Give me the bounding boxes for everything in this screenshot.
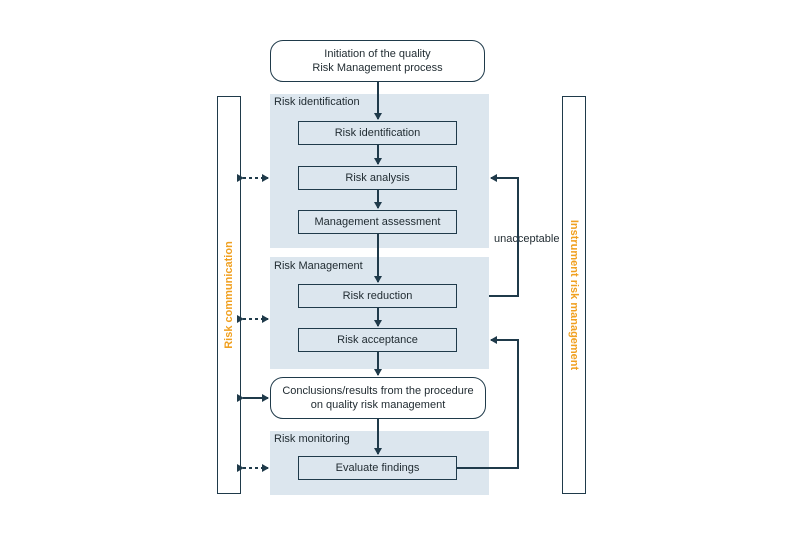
step-risk-reduction: Risk reduction (298, 284, 457, 308)
risk-communication-sidebar: Risk communication (217, 96, 241, 494)
conclusions-node: Conclusions/results from the procedure o… (270, 377, 486, 419)
feedback-monitoring (457, 336, 519, 469)
instrument-risk-management-sidebar: Instrument risk management (562, 96, 586, 494)
start-node-line2: Risk Management process (312, 62, 443, 74)
start-node-line1: Initiation of the quality (324, 48, 431, 60)
step-evaluate-findings: Evaluate findings (298, 456, 457, 480)
step-management-assessment: Management assessment (298, 210, 457, 234)
step-risk-analysis: Risk analysis (298, 166, 457, 190)
conclusions-node-line2: on quality risk management (310, 399, 446, 411)
step-risk-acceptance: Risk acceptance (298, 328, 457, 352)
conclusions-node-line1: Conclusions/results from the procedure (282, 385, 474, 397)
feedback-unacceptable (489, 174, 519, 297)
start-node: Initiation of the quality Risk Managemen… (270, 40, 485, 82)
unacceptable-label: unacceptable (493, 233, 561, 245)
step-risk-identification: Risk identification (298, 121, 457, 145)
risk-monitoring-panel-title: Risk monitoring (274, 433, 350, 445)
risk-identification-panel-title: Risk identification (274, 96, 360, 108)
risk-management-panel-title: Risk Management (274, 260, 363, 272)
